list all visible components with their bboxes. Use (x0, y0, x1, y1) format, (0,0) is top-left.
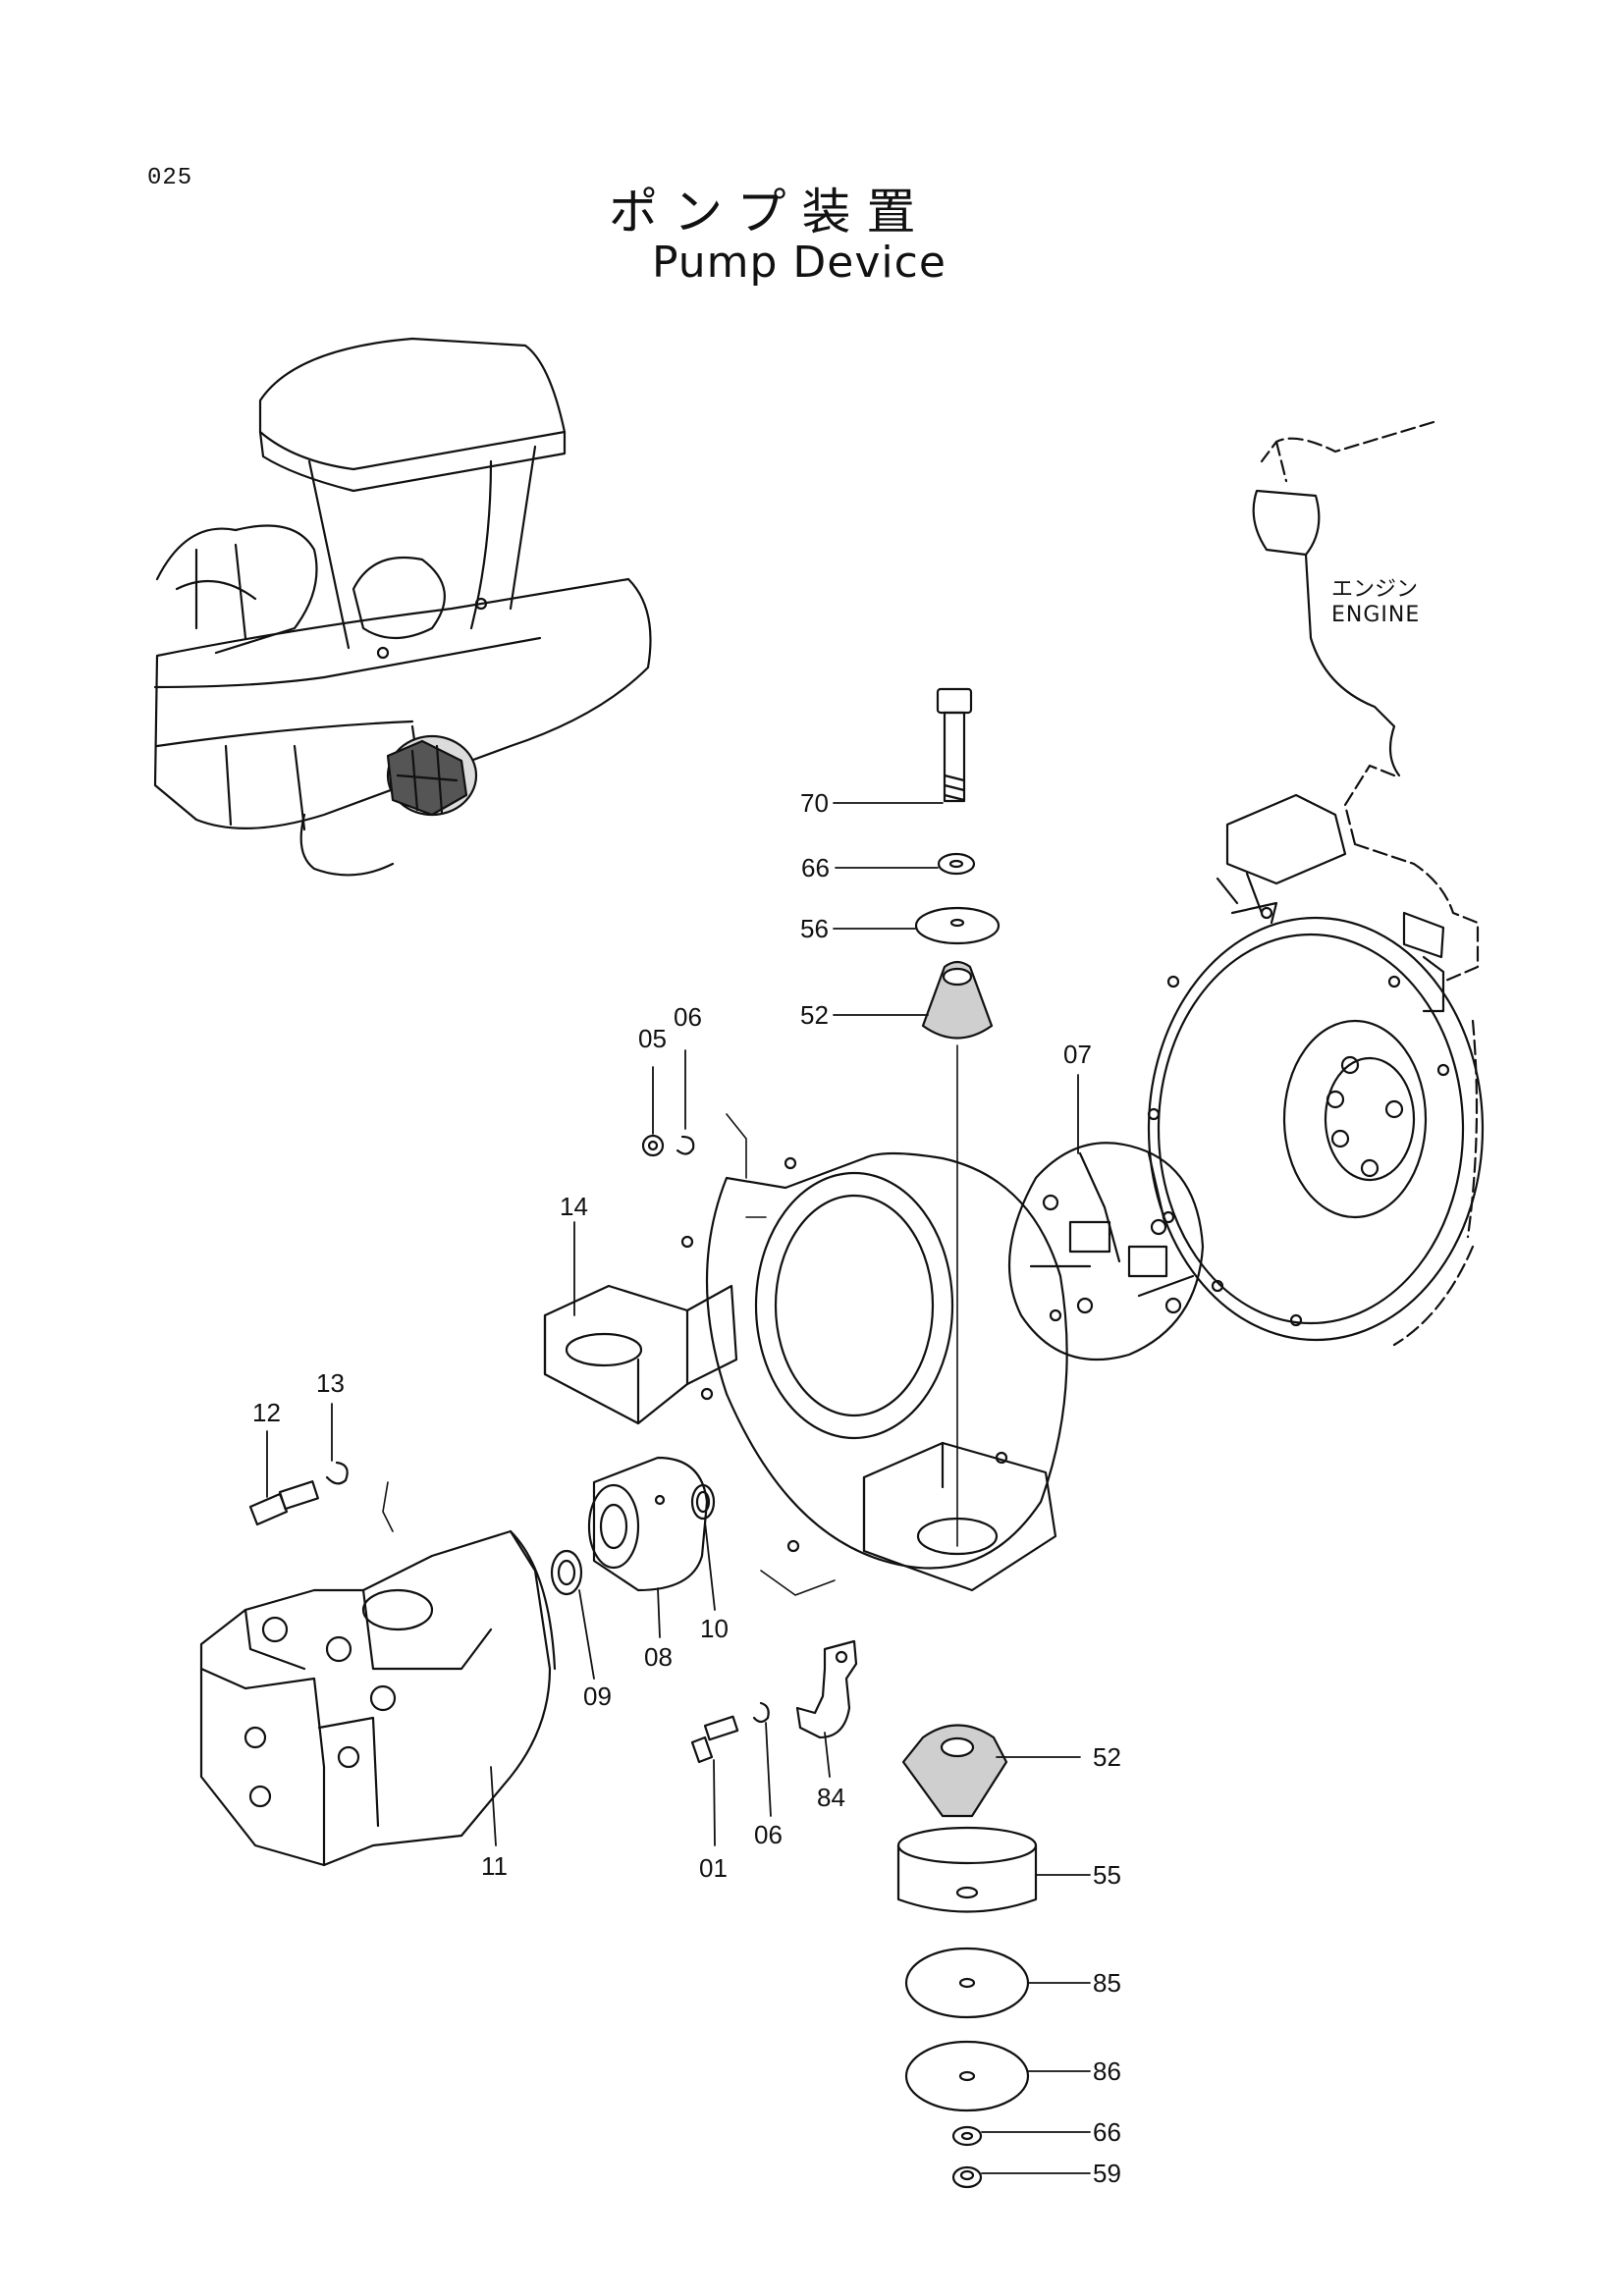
pump-location-highlight (386, 734, 478, 817)
callout-85: 85 (1093, 1968, 1121, 1998)
bolt-70 (936, 687, 973, 803)
callout-52-lower: 52 (1093, 1742, 1121, 1772)
callout-55: 55 (1093, 1860, 1121, 1890)
callout-14: 14 (560, 1192, 588, 1221)
callout-labels: 70 66 56 52 05 06 07 14 13 12 10 08 09 1… (252, 788, 1121, 2188)
callout-01: 01 (699, 1853, 728, 1883)
leader-lines (266, 802, 1091, 2174)
nut-59 (951, 2165, 983, 2189)
page-title-english: Pump Device (652, 238, 947, 288)
callout-66-upper: 66 (801, 853, 830, 882)
callout-10: 10 (700, 1614, 729, 1643)
bolt-12 (248, 1480, 319, 1526)
nut-05 (641, 1134, 665, 1157)
page-title-japanese: ポンプ装置 (609, 184, 932, 240)
callout-07: 07 (1063, 1040, 1092, 1069)
callout-84: 84 (817, 1783, 845, 1812)
callout-08: 08 (644, 1642, 673, 1672)
cup-55 (896, 1826, 1038, 1913)
lock-washer-06-lower (752, 1701, 770, 1724)
page-number: 025 (147, 165, 193, 191)
hub-08 (587, 1456, 709, 1592)
clamp-84 (795, 1639, 858, 1739)
rubber-cone-52-lower (901, 1724, 1008, 1818)
lock-washer-06-upper (676, 1135, 695, 1155)
washer-66-lower (951, 2125, 983, 2147)
callout-13: 13 (316, 1368, 345, 1398)
ring-10 (690, 1483, 716, 1521)
engine-illustration (1147, 420, 1485, 1347)
callout-06-lower: 06 (754, 1820, 783, 1849)
callout-86: 86 (1093, 2056, 1121, 2086)
callout-12: 12 (252, 1398, 281, 1427)
rubber-cone-52-upper (921, 960, 994, 1040)
callout-56: 56 (800, 914, 829, 943)
bracket-14 (543, 1284, 738, 1425)
callout-05: 05 (638, 1024, 667, 1053)
washer-13 (325, 1461, 349, 1485)
shim-86 (904, 2040, 1030, 2112)
callout-09: 09 (583, 1682, 612, 1711)
flange-housing (680, 1113, 1068, 1596)
shim-85 (904, 1947, 1030, 2019)
coupling-07 (1007, 1142, 1205, 1362)
callout-59: 59 (1093, 2159, 1121, 2188)
callout-66-lower: 66 (1093, 2117, 1121, 2147)
bolt-01 (690, 1715, 739, 1764)
machine-overview-illustration (153, 337, 652, 877)
plate-56 (914, 906, 1001, 945)
callout-11: 11 (481, 1851, 508, 1881)
callout-06-upper: 06 (674, 1002, 702, 1032)
callout-70: 70 (800, 788, 829, 818)
hydraulic-pump-11 (199, 1481, 557, 1867)
engine-label-english: ENGINE (1331, 603, 1421, 627)
washer-66-upper (937, 852, 976, 876)
seal-09 (550, 1549, 583, 1596)
engine-label-japanese: エンジン (1331, 577, 1419, 602)
callout-52-upper: 52 (800, 1000, 829, 1030)
